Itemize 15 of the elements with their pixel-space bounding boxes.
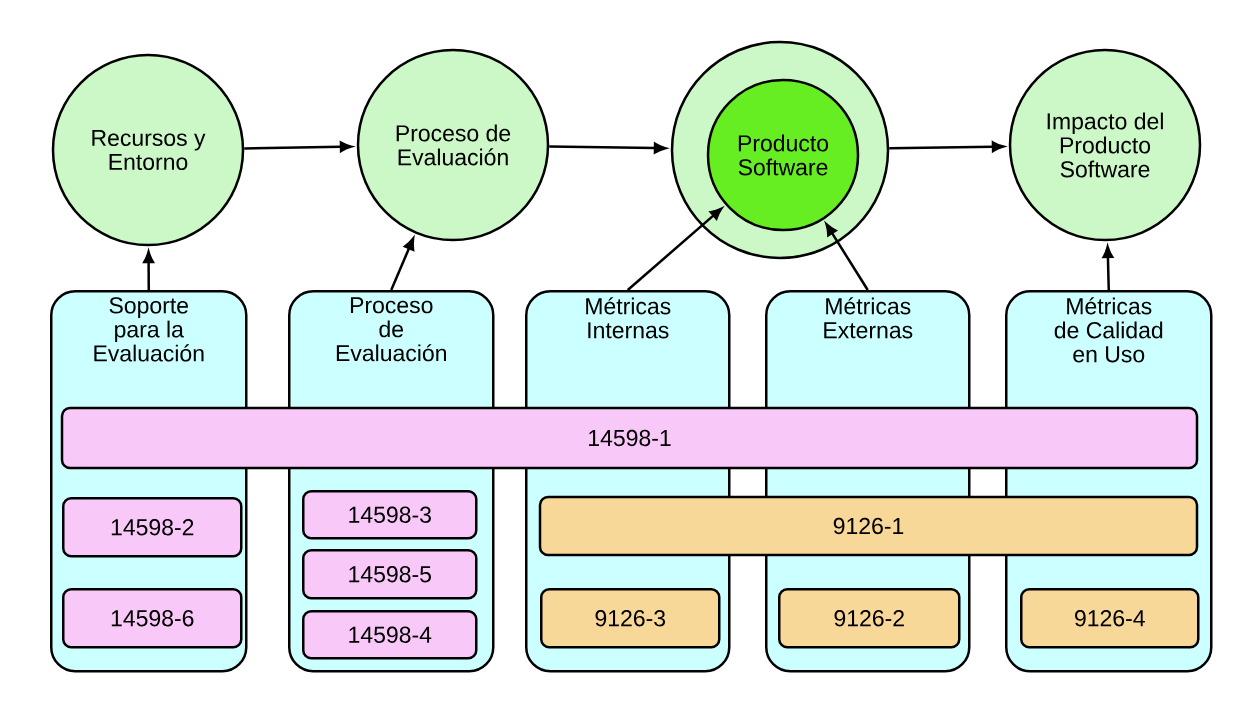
standard-box: 9126-1: [538, 495, 1199, 557]
arrow: [244, 141, 353, 153]
standard-box: 14598-4: [302, 610, 478, 660]
standard-box: 9126-2: [778, 588, 961, 649]
standard-box: 14598-2: [62, 497, 243, 558]
standard-box: 9126-3: [540, 588, 721, 649]
arrow: [390, 237, 415, 291]
standard-box: 14598-3: [302, 490, 478, 540]
arrow: [825, 223, 869, 291]
arrow: [626, 207, 723, 291]
standard-box: 14598-5: [302, 549, 478, 600]
standard-box: 14598-6: [62, 588, 243, 649]
standard-box: 9126-4: [1020, 588, 1200, 649]
arrow: [549, 142, 667, 154]
standard-box: 14598-1: [60, 406, 1199, 470]
